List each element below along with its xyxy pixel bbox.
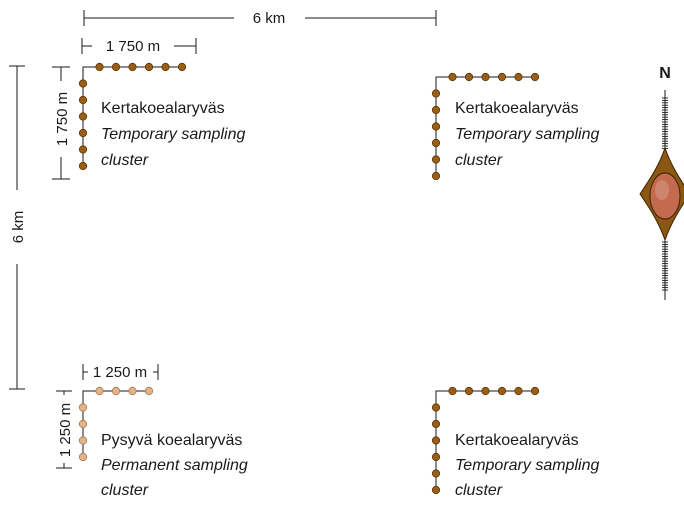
sample-plot-dot: [128, 62, 137, 72]
sample-plot-dot: [78, 79, 88, 88]
temporary-vertical-dimension: 1 750 m: [52, 66, 71, 180]
sample-plot-dot: [78, 128, 88, 138]
sample-plot-dot: [431, 485, 441, 495]
sample-plot-dot: [128, 386, 137, 396]
sample-plot-dot: [514, 386, 523, 396]
compass-body: [649, 172, 681, 220]
cluster-name-fi: Kertakoealaryväs: [455, 100, 579, 117]
cluster-bottom-left: Pysyvä koealaryväs Permanent sampling cl…: [78, 386, 248, 499]
sample-plot-dot: [78, 436, 88, 445]
sample-plot-dot: [448, 72, 457, 82]
sample-plot-dot: [497, 72, 507, 82]
sample-plot-dot: [78, 145, 88, 154]
cluster-name-en-line1: Temporary sampling: [455, 457, 599, 474]
cluster-name-fi: Kertakoealaryväs: [455, 432, 579, 449]
cluster-name-en-line2: cluster: [455, 152, 503, 169]
sample-plot-dot: [78, 452, 88, 462]
sample-plot-dot: [448, 386, 457, 396]
sample-plot-dot: [431, 419, 441, 429]
sample-plot-dot: [514, 72, 523, 82]
permanent-vertical-label: 1 250 m: [57, 403, 74, 457]
north-label: N: [659, 65, 671, 82]
cluster-path-line: [82, 390, 149, 457]
sample-plot-dot: [464, 386, 474, 396]
north-arrow-icon: N: [639, 65, 684, 300]
sample-plot-dot: [177, 62, 187, 72]
cluster-bottom-right: Kertakoealaryväs Temporary sampling clus…: [431, 386, 599, 499]
sample-plot-dot: [161, 62, 170, 72]
sample-plot-dot: [530, 386, 540, 396]
left-distance-label: 6 km: [10, 211, 27, 244]
temporary-horizontal-dimension: 1 750 m: [81, 38, 197, 55]
top-distance-dimension: 6 km: [83, 10, 437, 27]
sample-plot-dot: [78, 112, 88, 121]
temporary-horizontal-label: 1 750 m: [106, 38, 160, 55]
sample-plot-dot: [431, 452, 441, 462]
permanent-vertical-dimension: 1 250 m: [56, 390, 74, 469]
sample-plot-dot: [530, 72, 540, 82]
left-distance-dimension: 6 km: [9, 65, 27, 390]
cluster-name-en-line1: Permanent sampling: [101, 457, 248, 474]
sample-plot-dot: [78, 161, 88, 171]
sample-plot-dot: [431, 89, 441, 98]
sample-plot-dot: [431, 403, 441, 412]
sample-plot-dot: [431, 122, 441, 131]
sample-plot-dot: [481, 386, 490, 396]
cluster-top-right: Kertakoealaryväs Temporary sampling clus…: [431, 72, 599, 181]
sample-plot-dot: [111, 62, 121, 72]
sample-plot-dot: [95, 62, 104, 72]
compass-highlight: [655, 180, 669, 200]
top-distance-label: 6 km: [253, 10, 286, 27]
sample-plot-dot: [431, 436, 441, 445]
sample-plot-dot: [431, 138, 441, 148]
sample-plot-dot: [431, 469, 441, 478]
sample-plot-dot: [431, 105, 441, 115]
sample-plot-dot: [431, 155, 441, 164]
sample-plot-dot: [481, 72, 490, 82]
cluster-name-en-line2: cluster: [455, 482, 503, 499]
cluster-name-fi: Kertakoealaryväs: [101, 100, 225, 117]
permanent-horizontal-dimension: 1 250 m: [82, 364, 159, 381]
cluster-top-left: Kertakoealaryväs Temporary sampling clus…: [78, 62, 245, 171]
cluster-name-en-line1: Temporary sampling: [101, 126, 245, 143]
sample-plot-dot: [111, 386, 121, 396]
permanent-horizontal-label: 1 250 m: [93, 364, 147, 381]
sample-plot-dot: [144, 62, 154, 72]
sample-plot-dot: [464, 72, 474, 82]
temporary-vertical-label: 1 750 m: [54, 92, 71, 146]
sample-plot-dot: [95, 386, 104, 396]
sample-plot-dot: [431, 171, 441, 181]
cluster-name-en-line1: Temporary sampling: [455, 126, 599, 143]
sample-plot-dot: [78, 95, 88, 105]
sample-plot-dot: [78, 419, 88, 429]
cluster-name-fi: Pysyvä koealaryväs: [101, 432, 242, 449]
cluster-name-en-line2: cluster: [101, 482, 149, 499]
sample-plot-dot: [497, 386, 507, 396]
cluster-name-en-line2: cluster: [101, 152, 149, 169]
sample-plot-dot: [78, 403, 88, 412]
sample-plot-dot: [144, 386, 154, 396]
